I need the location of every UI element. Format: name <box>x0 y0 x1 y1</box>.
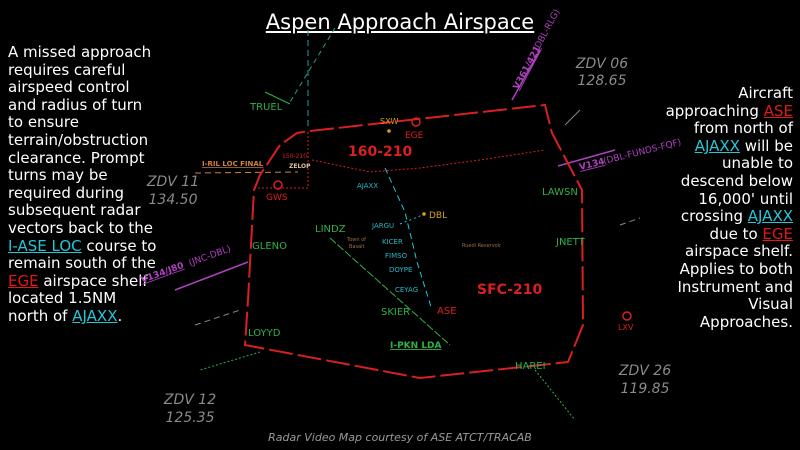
airway-line <box>264 91 291 105</box>
fix-loyyd: LOYYD <box>248 328 281 339</box>
harei-line <box>534 369 576 421</box>
note-text: A missed approach requires careful airsp… <box>8 43 154 237</box>
airport-ase: ASE <box>437 306 457 317</box>
airport-icon <box>411 117 421 127</box>
airspace-boundary <box>243 103 585 380</box>
fix-harei: HAREI <box>515 361 546 372</box>
ril-loc-label: I-RIL LOC FINAL <box>202 160 264 168</box>
note-text: due to <box>709 224 763 243</box>
fix-skier: SKIER <box>381 307 410 318</box>
note-text: course to remain south of the <box>8 236 157 273</box>
ajaxx-link[interactable]: AJAXX <box>694 136 740 155</box>
airport-lxv: LXV <box>618 323 634 332</box>
tick-line <box>619 217 641 226</box>
landmark-ruedi: Ruedi Reservoir <box>462 243 502 249</box>
dbl-line <box>399 213 426 225</box>
pkn-lda-label: I-PKN LDA <box>390 341 442 351</box>
ril-loc-course <box>194 171 299 174</box>
fix-jargu: JARGU <box>371 222 394 230</box>
ajaxx-link[interactable]: AJAXX <box>72 306 118 325</box>
ase-link[interactable]: ASE <box>763 101 793 120</box>
v134-route: (DBL-FUNDS-FQF) <box>602 138 682 167</box>
v134j80-label: V134/J80 <box>140 261 186 286</box>
airport-icon <box>273 180 283 190</box>
note-text: Aircraft approaching <box>665 84 793 120</box>
arrival-note: Aircraft approaching ASE from north of A… <box>663 84 793 331</box>
navaid-icon <box>387 129 391 133</box>
credit-text: Radar Video Map courtesy of ASE ATCT/TRA… <box>268 431 532 444</box>
navaid-icon <box>422 212 426 216</box>
v134j80-route: (JNC-DBL) <box>188 244 233 268</box>
fix-lindz: LINDZ <box>315 224 346 235</box>
sector-freq: 125.35 <box>166 410 215 426</box>
note-text: . <box>117 306 123 325</box>
sector-name: ZDV 26 <box>618 363 671 379</box>
fix-fimso: FIMSO <box>385 252 408 260</box>
small-altitude: 150-210 <box>282 153 307 160</box>
navaid-sxw: SXW <box>380 117 399 126</box>
ajaxx-link[interactable]: AJAXX <box>747 207 793 226</box>
fix-gleno: GLENO <box>252 241 287 252</box>
sector-freq: 134.50 <box>149 192 198 208</box>
airport-ege: EGE <box>405 131 424 141</box>
note-text: from north of <box>693 119 793 138</box>
fix-ajaxx: AJAXX <box>357 182 378 190</box>
landmark-basalt: Basalt <box>349 244 365 250</box>
fix-truel: TRUEL <box>249 102 283 113</box>
fix-kicer: KICER <box>382 238 403 246</box>
airport-gws: GWS <box>266 193 288 203</box>
v361-airway <box>511 49 541 101</box>
shelf-altitude: 160-210 <box>348 144 413 160</box>
fix-doype: DOYPE <box>389 266 412 274</box>
main-altitude: SFC-210 <box>477 282 543 298</box>
ege-link[interactable]: EGE <box>762 224 793 243</box>
ase-loc-course <box>384 167 433 311</box>
ilase-loc-link[interactable]: I-ASE LOC <box>8 236 82 255</box>
v134j80-airway <box>174 261 249 291</box>
airport-icon <box>622 311 632 321</box>
sector-name: ZDV 06 <box>575 56 628 72</box>
navaid-dbl: DBL <box>429 211 447 221</box>
pkn-lda-course <box>329 237 451 346</box>
missed-approach-note: A missed approach requires careful airsp… <box>8 43 158 326</box>
ege-link[interactable]: EGE <box>8 271 39 290</box>
shelf-boundary <box>311 149 546 173</box>
navaid-zelop: ZELOP <box>289 163 311 170</box>
page-title: Aspen Approach Airspace <box>265 10 535 34</box>
fix-lawsn: LAWSN <box>542 187 578 198</box>
note-text: airspace shelf. Applies to both Instrume… <box>677 242 793 331</box>
fix-jnett: JNETT <box>555 237 586 248</box>
fix-ceyag: CEYAG <box>395 286 418 294</box>
sector-name: ZDV 12 <box>163 392 216 408</box>
tick-line <box>194 309 241 326</box>
sector-freq: 128.65 <box>578 73 627 89</box>
sector-freq: 119.85 <box>621 381 670 397</box>
note-text: will be unable to descend below 16,000' … <box>680 136 793 226</box>
landmark-basalt: Town of <box>346 237 366 243</box>
sector-name: ZDV 11 <box>146 174 199 190</box>
note-text: airspace shelf located 1.5NM north of <box>8 271 148 325</box>
airway-line <box>289 27 336 103</box>
v361-route: (DBL-RLG) <box>532 8 563 54</box>
loyyd-line <box>199 351 261 371</box>
tick-line <box>564 109 581 126</box>
